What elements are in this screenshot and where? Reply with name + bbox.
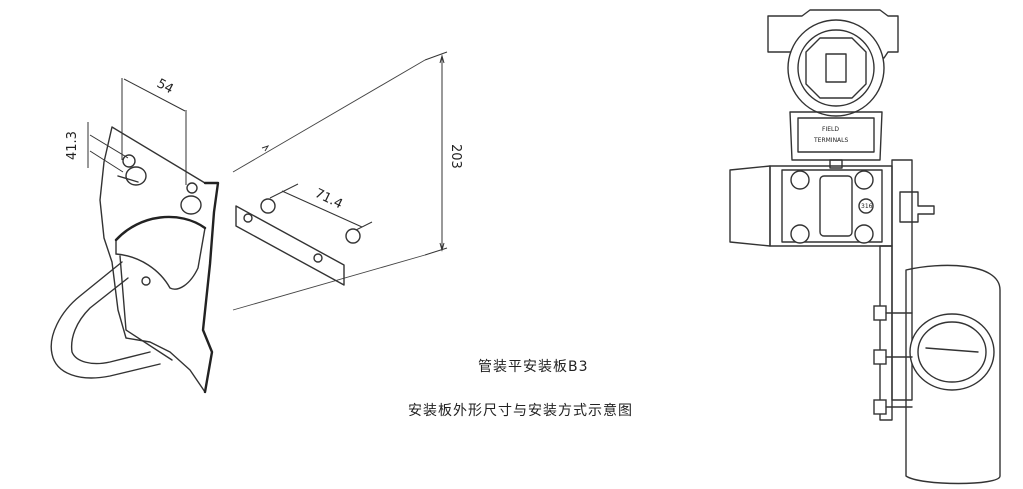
flat-plate-exploded: 203 71.4 (232, 51, 463, 311)
dim-54-label: 54 (154, 76, 176, 97)
drawing-title: 管装平安装板B3 (478, 359, 589, 375)
dim-41-3-label: 41.3 (65, 131, 80, 160)
mounting-bracket: 54 41.3 (50, 76, 220, 394)
flange-marking: 316 (861, 203, 873, 210)
drawing-subtitle: 安装板外形尺寸与安装方式示意图 (408, 403, 633, 419)
dim-203-label: 203 (448, 144, 463, 169)
transmitter-assembly: FIELD TERMINALS 316 (729, 9, 1001, 485)
terminal-label-line2: TERMINALS (813, 137, 849, 144)
dim-71-4-label: 71.4 (312, 186, 345, 212)
terminal-label-line1: FIELD (822, 126, 839, 133)
